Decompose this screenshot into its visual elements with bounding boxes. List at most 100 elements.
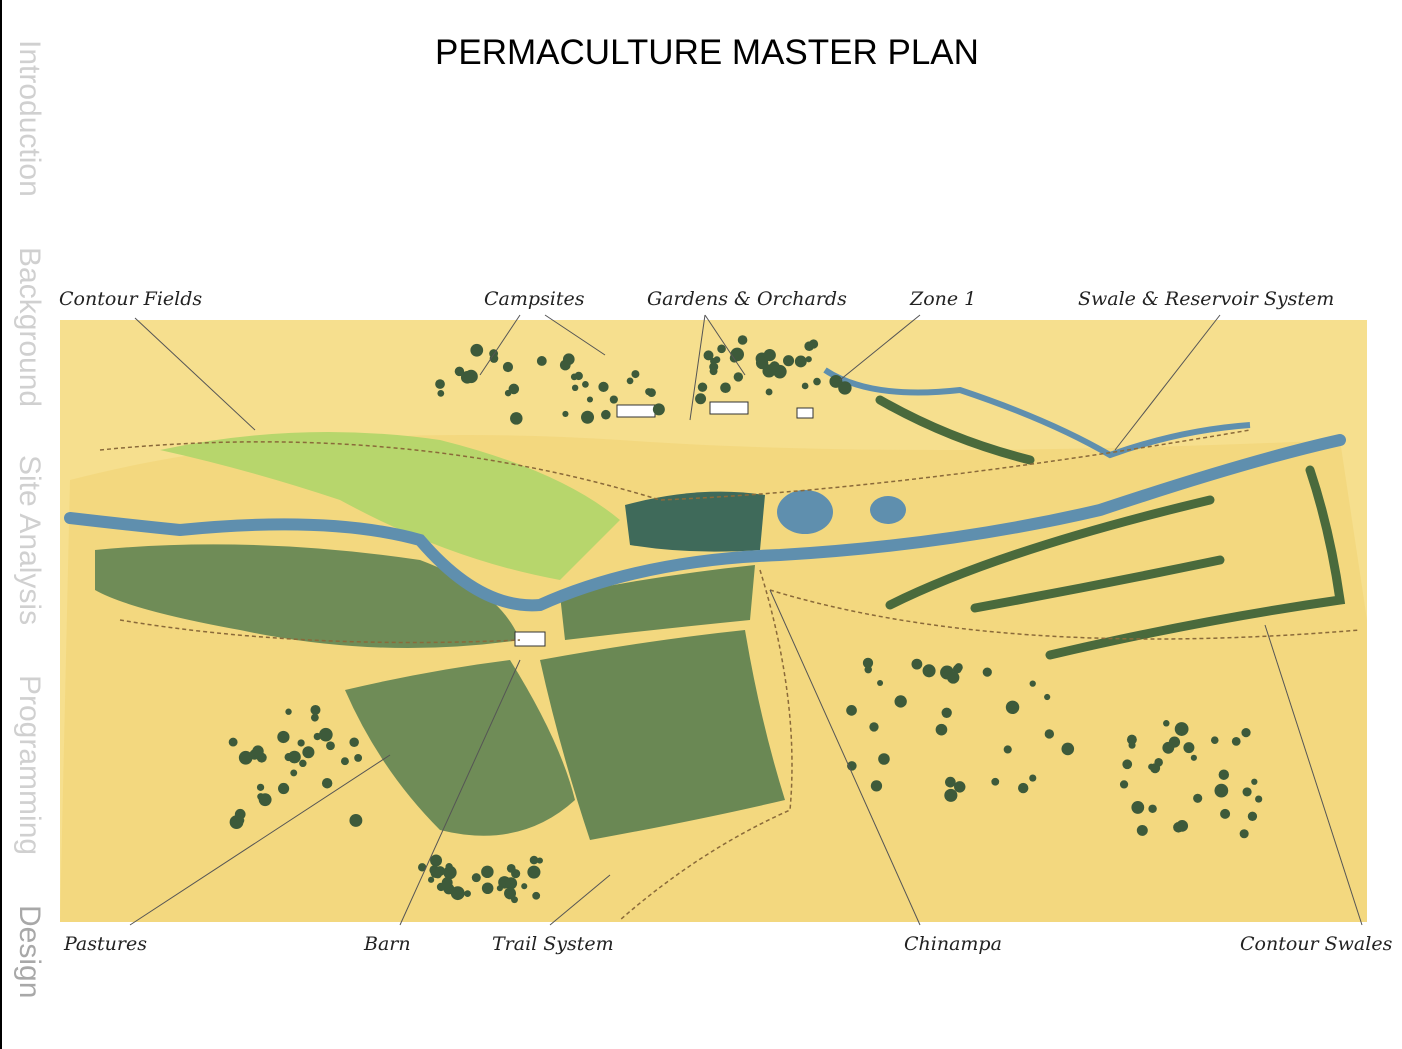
label-contour-fields: Contour Fields [59, 288, 202, 310]
contour-swales [875, 395, 1346, 660]
tree [238, 750, 253, 765]
tree [256, 783, 265, 791]
tree [464, 890, 471, 898]
tree [626, 377, 634, 385]
building [709, 401, 749, 415]
tree [808, 339, 819, 349]
tree [944, 788, 958, 802]
building [616, 404, 656, 418]
tree [1061, 742, 1075, 756]
tree [1242, 787, 1252, 797]
tree [737, 335, 748, 345]
pasture-area [95, 544, 520, 648]
tree [321, 778, 333, 789]
tree [1239, 829, 1249, 839]
tree [532, 891, 541, 900]
tree [536, 857, 543, 864]
tree [894, 695, 907, 708]
nav-design[interactable]: Design [13, 905, 46, 999]
label-zone1: Zone 1 [909, 288, 976, 310]
tree [450, 886, 465, 901]
nav-site-analysis[interactable]: Site Analysis [13, 455, 46, 626]
tree [769, 361, 780, 372]
tree [846, 705, 857, 716]
tree [529, 855, 539, 865]
tree [631, 370, 640, 379]
tree [435, 379, 445, 389]
tree [481, 865, 494, 879]
river [64, 434, 1346, 612]
tree [511, 896, 518, 904]
tree [481, 882, 494, 895]
tree [794, 355, 807, 368]
tree [562, 410, 569, 418]
tree [709, 367, 718, 376]
slide-edge [0, 0, 2, 1049]
tree [935, 723, 948, 736]
tree [285, 708, 292, 715]
tree [445, 863, 453, 871]
tree [418, 863, 427, 872]
nav-programming[interactable]: Programming [13, 675, 46, 856]
label-barn: Barn [363, 933, 411, 955]
tree [499, 880, 506, 887]
tree [1247, 811, 1258, 821]
tree [1005, 700, 1020, 715]
tree [870, 780, 883, 792]
tree [829, 374, 843, 388]
label-chinampa: Chinampa [904, 933, 1002, 955]
barn-building [514, 631, 546, 647]
tree [471, 873, 481, 883]
nav-introduction[interactable]: Introduction [13, 40, 46, 197]
tree [319, 727, 333, 742]
tree [1255, 795, 1263, 803]
nav-background[interactable]: Background [13, 247, 46, 408]
tree [991, 777, 1000, 786]
label-trail-system: Trail System [492, 933, 614, 955]
tree [805, 356, 812, 363]
contour-fields-area [160, 432, 620, 580]
tree [340, 757, 349, 766]
tree [1029, 680, 1036, 687]
tree [464, 369, 478, 384]
tree [922, 664, 936, 678]
tree [697, 382, 708, 392]
tree [1183, 742, 1195, 754]
tree [586, 396, 594, 403]
tree [436, 882, 446, 892]
tree [813, 377, 821, 386]
pond [777, 490, 833, 534]
tree [720, 382, 731, 394]
tree [1214, 783, 1229, 798]
tree [941, 707, 952, 718]
tree [1126, 734, 1137, 745]
pasture-area [560, 565, 755, 640]
tree [236, 816, 245, 825]
page-title: PERMACULTURE MASTER PLAN [435, 33, 979, 72]
tree [947, 671, 960, 684]
tree [349, 737, 359, 747]
tree [862, 657, 874, 669]
tree [1003, 745, 1012, 754]
tree [559, 359, 571, 371]
tree [730, 347, 745, 362]
tree [326, 741, 335, 751]
tree [1119, 780, 1129, 789]
tree [1220, 808, 1231, 819]
tree [571, 384, 579, 392]
tree [869, 722, 879, 732]
tree [1163, 720, 1170, 727]
tree [258, 793, 272, 807]
tree [1231, 737, 1241, 746]
label-gardens-orchards: Gardens & Orchards [647, 288, 847, 310]
tree [1210, 736, 1219, 745]
tree [652, 403, 665, 416]
tree [877, 680, 884, 687]
tree [1173, 822, 1184, 833]
swale-reservoir [823, 367, 1251, 459]
label-swale-reservoir: Swale & Reservoir System [1078, 288, 1334, 310]
tree [1174, 722, 1189, 736]
tree [717, 344, 726, 354]
tree [437, 389, 445, 397]
tree [582, 381, 589, 388]
